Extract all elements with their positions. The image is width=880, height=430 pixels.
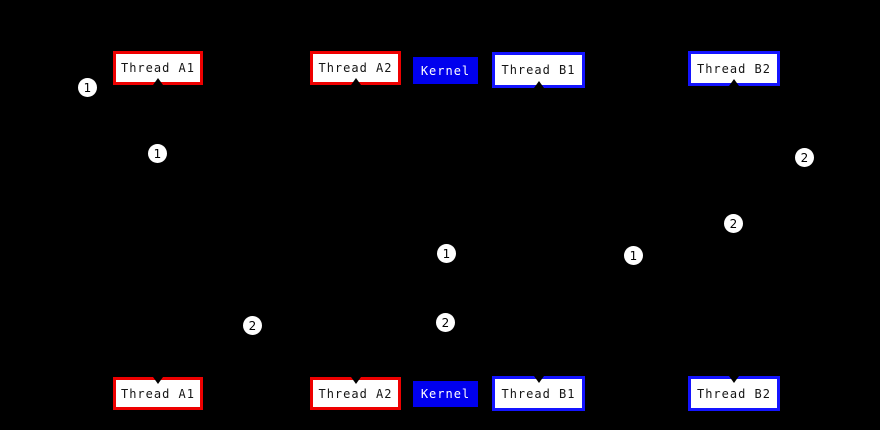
step-badge: 1 [624,246,643,265]
thread-b1-box-top: Thread B1 [492,52,585,88]
lifeline-arrowhead-icon [729,376,739,383]
thread-a2-box-top: Thread A2 [310,51,401,85]
thread-b1-label-top: Thread B1 [501,63,576,77]
thread-b1-label-bottom: Thread B1 [501,386,576,401]
thread-a1-label-bottom: Thread A1 [120,386,196,401]
thread-a2-label-top: Thread A2 [318,61,393,75]
lifeline-arrowhead-icon [729,79,739,86]
thread-a2-label-bottom: Thread A2 [318,386,393,401]
kernel-box-top: Kernel [413,57,478,84]
lifeline-arrowhead-icon [533,376,544,383]
thread-a2-box-bottom: Thread A2 [310,377,401,410]
step-badge: 2 [243,316,262,335]
thread-b2-box-top: Thread B2 [688,51,780,86]
lifeline-arrowhead-icon [350,78,361,85]
thread-b2-label-bottom: Thread B2 [696,386,772,401]
thread-a1-box-bottom: Thread A1 [113,377,203,410]
thread-b2-box-bottom: Thread B2 [688,376,780,411]
lifeline-arrowhead-icon [533,81,544,88]
step-badge: 1 [148,144,167,163]
step-badge: 1 [78,78,97,97]
thread-b1-box-bottom: Thread B1 [492,376,585,411]
kernel-label-bottom: Kernel [420,387,471,401]
lifeline-arrowhead-icon [153,78,163,85]
kernel-box-bottom: Kernel [413,381,478,407]
thread-b2-label-top: Thread B2 [696,61,772,76]
lifeline-arrowhead-icon [153,377,163,384]
thread-a1-label-top: Thread A1 [120,61,196,75]
step-badge: 2 [724,214,743,233]
kernel-label-top: Kernel [420,63,471,78]
step-badge: 2 [436,313,455,332]
thread-a1-box-top: Thread A1 [113,51,203,85]
step-badge: 2 [795,148,814,167]
step-badge: 1 [437,244,456,263]
lifeline-arrowhead-icon [350,377,361,384]
